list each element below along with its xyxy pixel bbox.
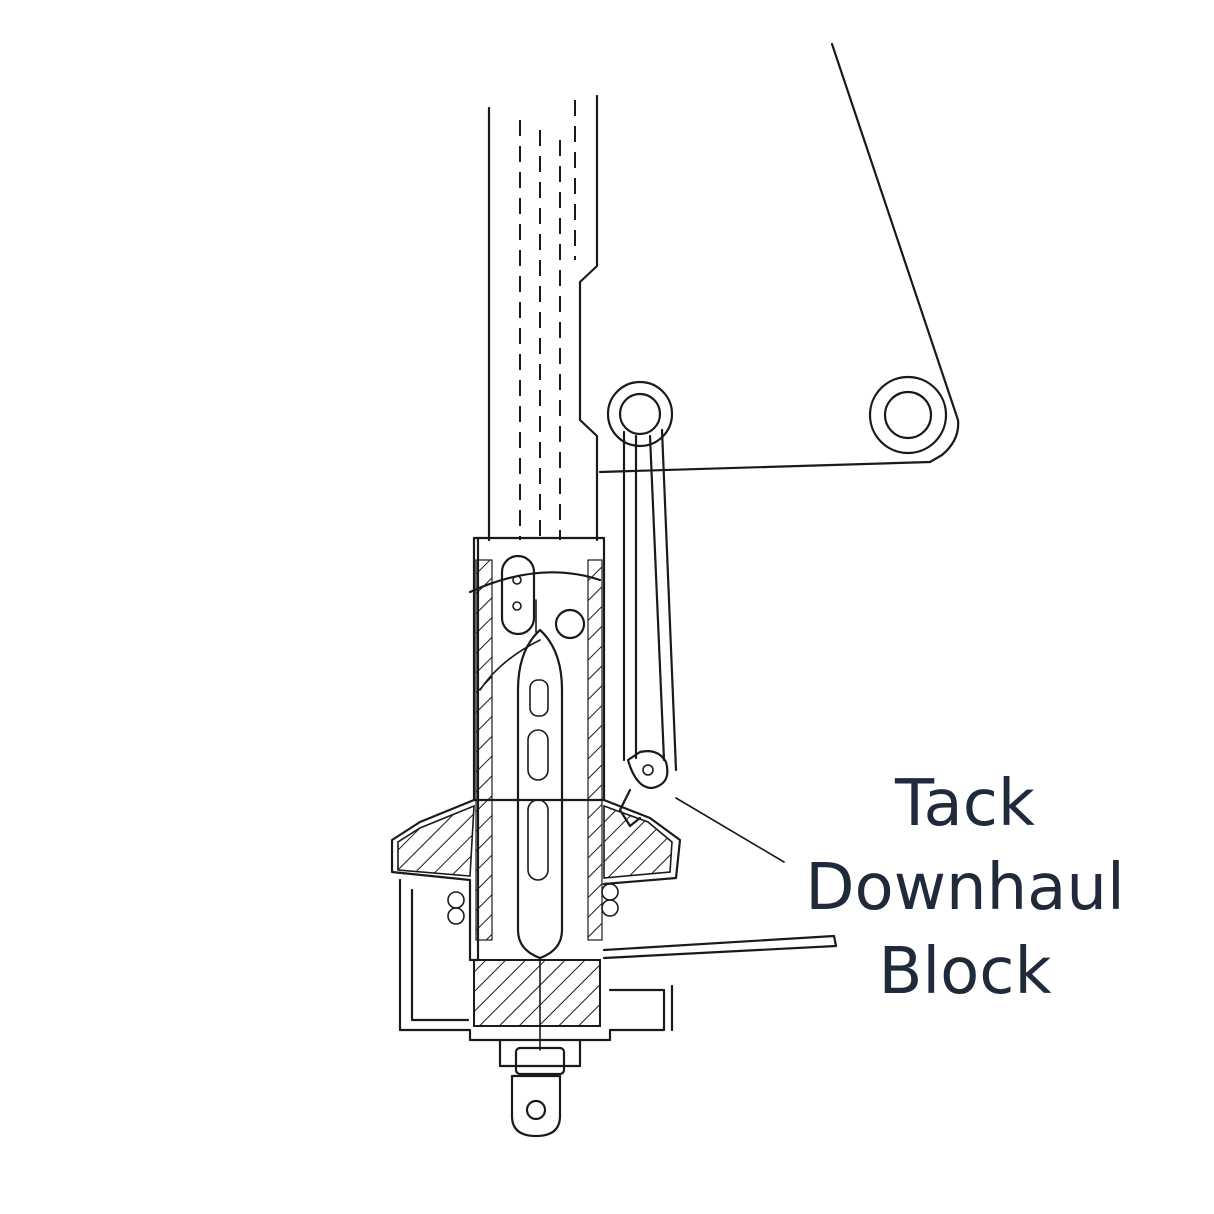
label-line-3: Block bbox=[878, 935, 1052, 1009]
mast-tube bbox=[487, 94, 599, 542]
tack-grommet-inner bbox=[883, 390, 933, 440]
control-line bbox=[468, 571, 602, 594]
control-line-2 bbox=[479, 639, 541, 691]
tack-grommet-outer bbox=[868, 375, 948, 455]
label-line-2: Downhaul bbox=[805, 851, 1125, 925]
tack-downhaul-block-label: Tack Downhaul Block bbox=[800, 762, 1130, 1014]
sail-panel bbox=[598, 42, 960, 474]
callout-leader bbox=[675, 797, 785, 863]
label-line-1: Tack bbox=[895, 767, 1035, 841]
tack-downhaul-block bbox=[606, 380, 678, 828]
mast-step-casting bbox=[390, 536, 838, 1051]
bottom-eye-fitting bbox=[498, 1038, 582, 1138]
